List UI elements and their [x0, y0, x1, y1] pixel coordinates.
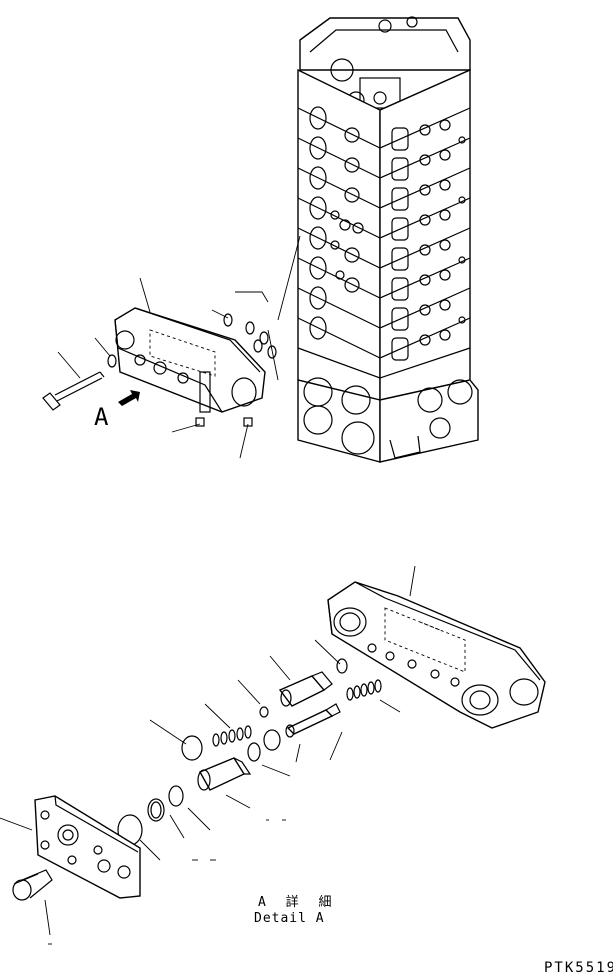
end-cover: [34, 795, 141, 899]
tie-bolt: [42, 371, 105, 411]
front-ports: [309, 106, 364, 340]
cap-screw: [12, 869, 53, 901]
plug-small: [195, 417, 253, 427]
backup-ring: [147, 785, 184, 822]
valve-body-detail: [327, 581, 546, 729]
small-spring: [346, 679, 382, 701]
washer: [107, 354, 117, 368]
o-rings-set: [223, 313, 277, 359]
leader-lines-detail: [0, 565, 416, 936]
leader-dashes: [48, 819, 286, 945]
side-ports: [391, 119, 466, 361]
spring-coil: [212, 725, 252, 747]
poppet: [285, 703, 341, 738]
service-valve-section: [114, 307, 266, 413]
disc-seal: [181, 735, 203, 761]
leader-lines-top: [57, 235, 301, 459]
seat-ring: [247, 706, 281, 762]
detail-caption-english: Detail A: [254, 911, 325, 926]
view-a-label: A: [94, 403, 109, 431]
control-valve-stack: [297, 16, 479, 463]
valve-cartridge: [197, 757, 252, 791]
view-arrow-icon: [118, 390, 140, 406]
detail-caption-japanese: A 詳 細: [258, 895, 338, 910]
drawing-code: PTK5519: [544, 960, 613, 976]
o-ring-detail-1: [336, 658, 348, 674]
spool-plug: [278, 671, 333, 707]
